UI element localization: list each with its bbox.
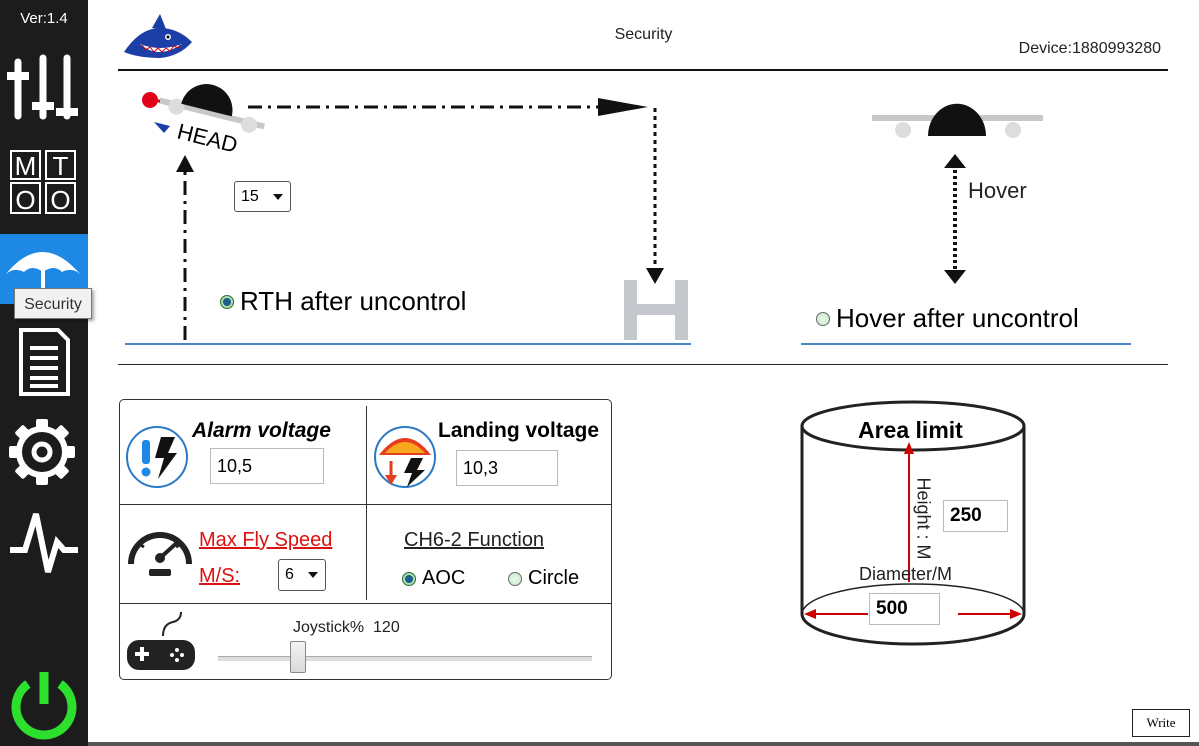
- joystick-slider-thumb[interactable]: [289, 641, 306, 673]
- section-divider: [118, 364, 1168, 365]
- svg-text:O: O: [50, 185, 70, 215]
- radio-dot: [220, 294, 234, 309]
- area-limit-cylinder: [800, 400, 1026, 646]
- shark-logo: [124, 14, 192, 58]
- sidebar-item-document[interactable]: [0, 326, 88, 396]
- rth-height-select[interactable]: 15: [234, 181, 291, 212]
- alarm-voltage-input[interactable]: 10,5: [210, 448, 324, 484]
- joystick-value: 120: [373, 619, 400, 636]
- svg-text:O: O: [15, 185, 35, 215]
- home-h-icon: [624, 280, 688, 340]
- alarm-voltage-label: Alarm voltage: [192, 419, 331, 442]
- rth-drone-icon: [158, 84, 265, 133]
- aoc-label: AOC: [422, 567, 466, 589]
- sidebar-item-settings[interactable]: [0, 418, 88, 488]
- write-button[interactable]: Write: [1132, 709, 1190, 737]
- diameter-label: Diameter/M: [859, 564, 953, 584]
- gear-icon: [9, 419, 75, 485]
- document-icon: [19, 328, 70, 396]
- sidebar-item-mixer[interactable]: [0, 50, 88, 120]
- radio-dot: [816, 311, 830, 326]
- speed-unit-label: M/S:: [199, 565, 241, 587]
- main-content: Security Device:1880993280 HEAD: [88, 0, 1199, 746]
- landing-voltage-label: Landing voltage: [438, 419, 600, 442]
- pulse-icon: [10, 513, 78, 573]
- power-icon: [11, 672, 77, 740]
- parachute-bolt-icon: [374, 426, 436, 488]
- area-limit-title: Area limit: [858, 417, 963, 443]
- svg-text:M: M: [15, 151, 37, 181]
- failsafe-diagram: HEAD Hover: [125, 84, 1131, 345]
- rth-option-label: RTH after uncontrol: [240, 286, 467, 316]
- version-label: Ver:1.4: [20, 10, 68, 27]
- rth-height-value: 15: [241, 188, 259, 205]
- gamepad-icon: [127, 611, 195, 670]
- max-speed-value: 6: [285, 566, 294, 583]
- head-label: HEAD: [175, 119, 240, 158]
- alarm-bolt-icon: [126, 426, 188, 488]
- hover-drone-icon: [872, 103, 1043, 138]
- height-label: Height : M: [913, 477, 934, 560]
- bottom-border: [88, 742, 1199, 746]
- ch6-function-label: CH6-2 Function: [404, 529, 545, 551]
- ch6-aoc-radio[interactable]: AOC: [402, 567, 465, 590]
- device-id: Device:1880993280: [1018, 40, 1161, 57]
- sliders-icon: [7, 54, 78, 120]
- speedometer-icon: [128, 532, 192, 576]
- diameter-input[interactable]: 500: [869, 593, 940, 625]
- ch6-circle-radio[interactable]: Circle: [508, 567, 579, 590]
- joystick-label: Joystick% 120: [293, 619, 400, 637]
- joystick-label-text: Joystick%: [293, 619, 365, 636]
- max-speed-select[interactable]: 6: [278, 559, 326, 591]
- hover-after-uncontrol-radio[interactable]: Hover after uncontrol: [816, 303, 1079, 334]
- joystick-slider-track[interactable]: [218, 656, 592, 661]
- radio-dot: [402, 571, 416, 586]
- sidebar-item-monitor[interactable]: [0, 508, 88, 578]
- header-divider: [118, 69, 1168, 71]
- circle-label: Circle: [528, 567, 580, 589]
- power-button[interactable]: [8, 668, 80, 740]
- security-tooltip: Security: [14, 288, 92, 319]
- hover-label: Hover: [968, 178, 1027, 203]
- radio-dot: [508, 571, 522, 586]
- hover-option-label: Hover after uncontrol: [836, 303, 1079, 333]
- svg-text:T: T: [53, 151, 69, 181]
- height-input[interactable]: 250: [943, 500, 1008, 532]
- landing-voltage-input[interactable]: 10,3: [456, 450, 558, 486]
- rth-after-uncontrol-radio[interactable]: RTH after uncontrol: [220, 286, 466, 317]
- page-title: Security: [614, 26, 673, 43]
- settings-panel: Alarm voltage 10,5 Landing voltage 10,3 …: [119, 399, 612, 680]
- max-fly-speed-label: Max Fly Speed: [199, 529, 333, 551]
